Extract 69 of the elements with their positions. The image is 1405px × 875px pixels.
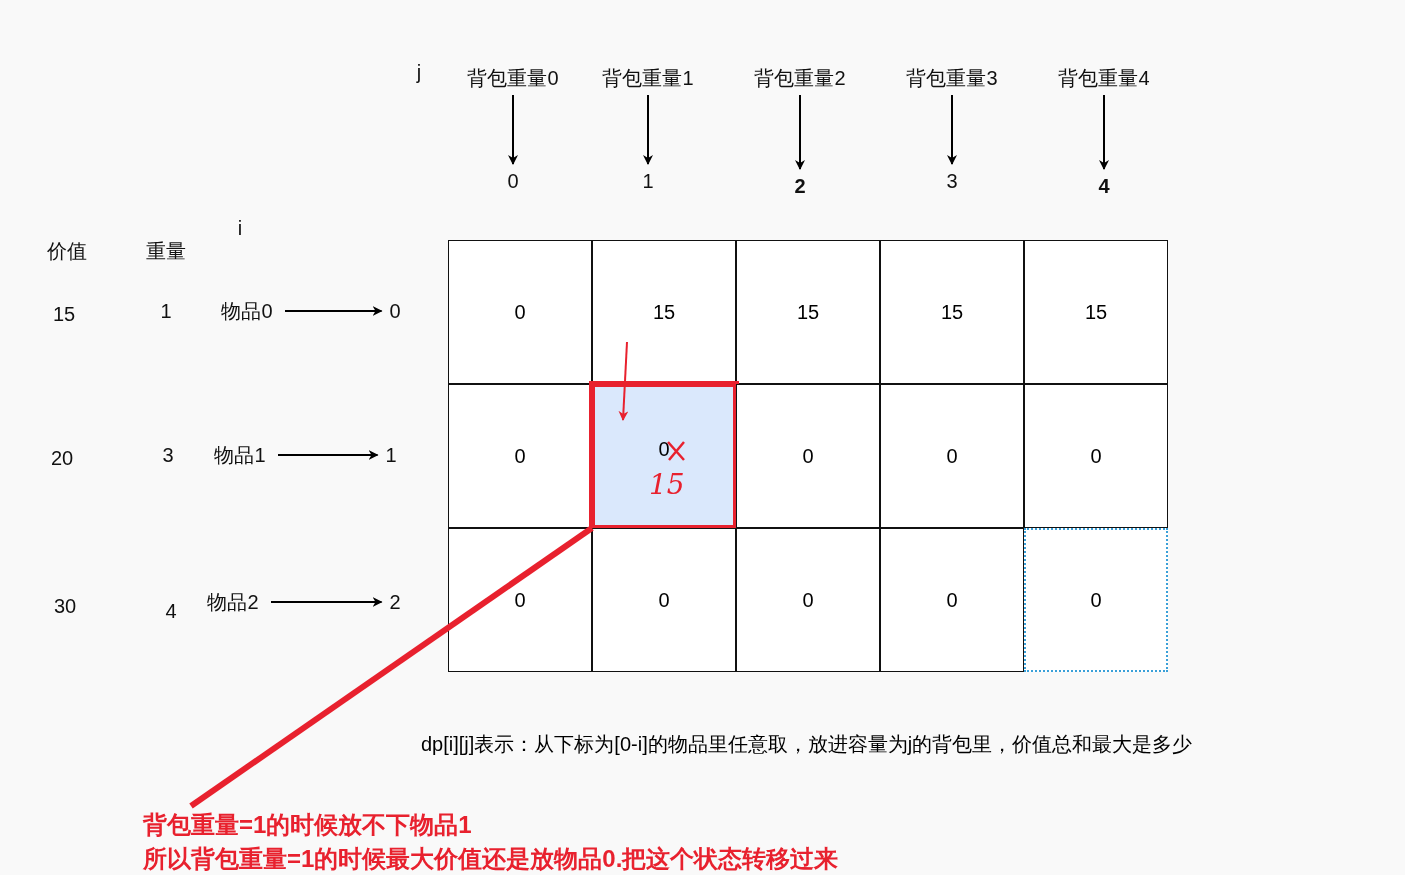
cell-value: 0 xyxy=(1090,588,1102,612)
arrow xyxy=(795,94,805,170)
table-cell xyxy=(736,240,880,384)
cell-value: 15 xyxy=(1084,300,1108,324)
arrow xyxy=(508,94,518,165)
cell-value: 0 xyxy=(658,437,670,461)
item-label: 物品2 xyxy=(207,588,259,616)
cell-value: 15 xyxy=(940,300,964,324)
annotation-text: 所以背包重量=1的时候最大价值还是放物品0.把这个状态转移过来 xyxy=(143,844,839,874)
table-cell xyxy=(592,240,736,384)
axis-letter: i xyxy=(237,216,243,240)
cell-value: 0 xyxy=(658,588,670,612)
handwritten-value: 15 xyxy=(648,467,685,501)
weight-number: 1 xyxy=(160,299,172,323)
table-cell xyxy=(448,384,592,528)
column-header: 背包重量0 xyxy=(467,64,559,92)
axis-letter: j xyxy=(416,60,422,84)
column-header: 背包重量4 xyxy=(1058,64,1150,92)
column-header: 背包重量2 xyxy=(754,64,846,92)
cell-value: 0 xyxy=(802,444,814,468)
table-cell xyxy=(880,240,1024,384)
caption-text: dp[i][j]表示：从下标为[0-i]的物品里任意取，放进容量为j的背包里，价值总和最大是多少 xyxy=(421,732,1193,757)
column-index: 1 xyxy=(642,169,654,193)
arrow xyxy=(618,341,629,421)
row-index: 0 xyxy=(389,299,401,323)
table-cell xyxy=(448,528,592,672)
column-title: 价值 xyxy=(47,238,87,264)
cell-value: 0 xyxy=(802,588,814,612)
cell-value: 0 xyxy=(946,444,958,468)
arrow xyxy=(284,306,383,316)
arrow xyxy=(643,94,653,165)
item-label: 物品1 xyxy=(214,441,266,469)
highlighted-cell xyxy=(589,381,739,531)
arrow xyxy=(270,597,383,607)
column-title: 重量 xyxy=(146,238,186,264)
item-label: 物品0 xyxy=(221,297,273,325)
table-cell xyxy=(1024,240,1168,384)
table-cell xyxy=(1024,384,1168,528)
row-index: 1 xyxy=(385,443,397,467)
annotation-text: 背包重量=1的时候放不下物品1 xyxy=(143,810,473,840)
column-index: 4 xyxy=(1098,174,1110,198)
table-cell xyxy=(880,384,1024,528)
cell-value: 0 xyxy=(946,588,958,612)
value-number: 30 xyxy=(53,594,77,618)
table-cell xyxy=(448,240,592,384)
cell-value: 0 xyxy=(514,588,526,612)
arrow xyxy=(277,450,379,460)
cell-value: 0 xyxy=(1090,444,1102,468)
value-number: 20 xyxy=(50,446,74,470)
weight-number: 3 xyxy=(162,443,174,467)
cell-value: 0 xyxy=(514,444,526,468)
table-cell xyxy=(592,528,736,672)
value-number: 15 xyxy=(52,302,76,326)
table-cell xyxy=(736,384,880,528)
arrow xyxy=(947,94,957,165)
column-index: 3 xyxy=(946,169,958,193)
column-index: 0 xyxy=(507,169,519,193)
column-header: 背包重量1 xyxy=(602,64,694,92)
weight-number: 4 xyxy=(165,599,177,623)
column-header: 背包重量3 xyxy=(906,64,998,92)
cell-value: 0 xyxy=(514,300,526,324)
column-index: 2 xyxy=(794,174,806,198)
table-cell xyxy=(880,528,1024,672)
table-cell xyxy=(1024,528,1168,672)
table-cell xyxy=(736,528,880,672)
cell-value: 15 xyxy=(796,300,820,324)
row-index: 2 xyxy=(389,590,401,614)
arrow xyxy=(1099,94,1109,170)
cell-value: 15 xyxy=(652,300,676,324)
